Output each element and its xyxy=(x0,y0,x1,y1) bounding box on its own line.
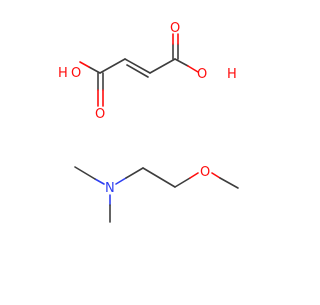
atom-h-hydroxyl-left: H xyxy=(58,66,68,81)
chemical-structure-drawing: H O O O O H N xyxy=(58,21,239,223)
bond-n-methyl-up xyxy=(74,166,96,180)
atom-o-ether: O xyxy=(200,165,210,180)
bond-c1-oh-left xyxy=(88,66,101,74)
bond-c3-c4 xyxy=(149,58,176,74)
atom-o-hydroxyl-left: O xyxy=(71,66,81,81)
bond-o-methyl xyxy=(219,177,239,189)
atom-h-hydroxyl-right: H xyxy=(227,67,237,82)
atom-o-carbonyl-left: O xyxy=(95,107,105,122)
bond-c2-c3-b xyxy=(126,64,149,78)
bond-n-ch2-n xyxy=(115,177,127,185)
bond-ch2-o xyxy=(174,177,191,188)
bond-o-methyl-o xyxy=(211,172,221,179)
bond-ch2-ch2 xyxy=(142,167,176,188)
bond-n-methyl-up-n xyxy=(94,178,105,185)
atom-n-amine: N xyxy=(105,181,115,196)
bond-c4-oh-right xyxy=(174,58,189,67)
molecule-canvas: H O O O O H N xyxy=(58,21,239,223)
bond-c2-c3-a xyxy=(124,58,151,74)
amine-ether-structure: N O xyxy=(74,165,239,223)
bond-ch2-o-o xyxy=(189,172,199,179)
bond-oh-left-o-half xyxy=(79,61,90,68)
atom-o-carbonyl-right: O xyxy=(170,21,180,36)
bond-c1-c2 xyxy=(99,58,126,74)
dicarboxylic-acid-structure: H O O O O H xyxy=(58,21,237,122)
bond-n-ch2 xyxy=(125,167,144,179)
bond-c4-oh-right-o xyxy=(187,65,199,73)
atom-o-hydroxyl-right: O xyxy=(197,67,207,82)
